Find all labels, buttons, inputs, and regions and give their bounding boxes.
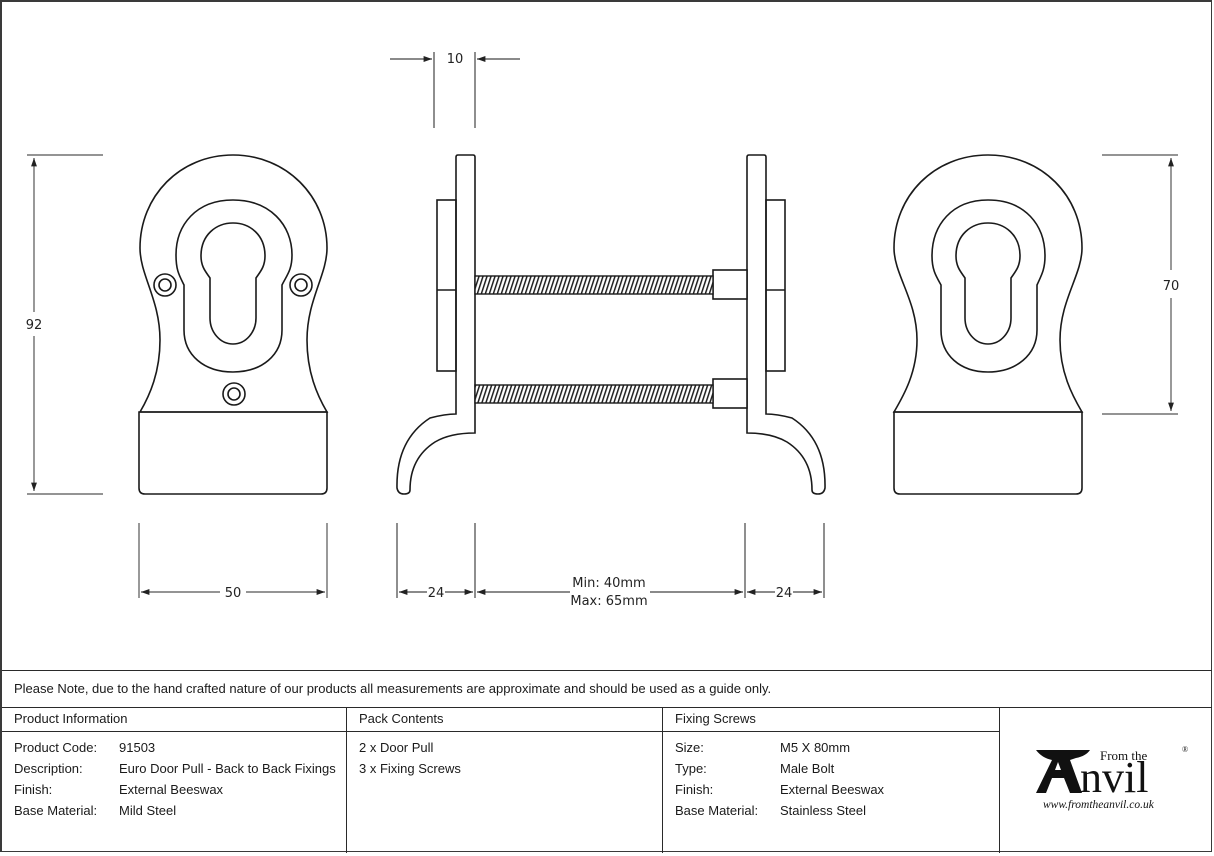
value: External Beeswax xyxy=(780,782,885,797)
size-row: Size: M5 X 80mm xyxy=(675,740,999,761)
pack-item: 2 x Door Pull xyxy=(359,740,434,755)
dim-door-max: Max: 65mm xyxy=(570,594,647,609)
info-panel: Please Note, due to the hand crafted nat… xyxy=(2,670,1212,853)
anvil-icon xyxy=(1036,750,1090,793)
fixing-screw-upper xyxy=(474,275,714,295)
dim-left-projection: 24 xyxy=(428,586,445,601)
dimension-projections xyxy=(396,523,825,598)
description-row: Description: Euro Door Pull - Back to Bac… xyxy=(14,761,346,782)
measurement-note: Please Note, due to the hand crafted nat… xyxy=(2,671,1212,708)
dimension-backplate-height xyxy=(1102,154,1178,415)
technical-drawing: 92 50 10 xyxy=(26,52,1180,609)
value: M5 X 80mm xyxy=(780,740,851,755)
label: Finish: xyxy=(14,782,53,797)
value: External Beeswax xyxy=(119,782,224,797)
label: Product Code: xyxy=(14,740,98,755)
rear-view xyxy=(892,154,1084,495)
label: Finish: xyxy=(675,782,714,797)
pack-contents-section: Pack Contents 2 x Door Pull 3 x Fixing S… xyxy=(347,708,663,853)
base-material-row: Base Material: Stainless Steel xyxy=(675,803,999,824)
dim-overall-height: 92 xyxy=(26,318,43,333)
dimension-overall-height xyxy=(27,154,103,495)
value: Mild Steel xyxy=(119,803,177,818)
side-view xyxy=(396,154,826,495)
label: Description: xyxy=(14,761,83,776)
finish-row: Finish: External Beeswax xyxy=(675,782,999,803)
type-row: Type: Male Bolt xyxy=(675,761,999,782)
logo-brand: nvil xyxy=(1080,753,1148,802)
base-material-row: Base Material: Mild Steel xyxy=(14,803,346,824)
fixing-screws-section: Fixing Screws Size: M5 X 80mm Type: Male B… xyxy=(663,708,1000,853)
label: Base Material: xyxy=(14,803,98,818)
dim-door-min: Min: 40mm xyxy=(572,576,645,591)
value: 91503 xyxy=(119,740,156,755)
label: Size: xyxy=(675,740,704,755)
dim-right-projection: 24 xyxy=(776,586,793,601)
product-information-section: Product Information Product Code: 91503 D… xyxy=(2,708,347,853)
front-view xyxy=(138,154,329,495)
pack-contents-heading: Pack Contents xyxy=(347,708,662,732)
value: Male Bolt xyxy=(780,761,835,776)
logo-url: www.fromtheanvil.co.uk xyxy=(1043,799,1155,811)
finish-row: Finish: External Beeswax xyxy=(14,782,346,803)
dim-plate-thickness: 10 xyxy=(447,52,464,67)
dimension-plate-thickness xyxy=(390,52,520,128)
fixing-screws-heading: Fixing Screws xyxy=(663,708,999,732)
product-information-heading: Product Information xyxy=(2,708,346,732)
dim-plate-width: 50 xyxy=(225,586,242,601)
value: Euro Door Pull - Back to Back Fixings xyxy=(119,761,336,776)
from-the-anvil-logo: From the nvil ® www.fromtheanvil.co.uk xyxy=(1000,708,1212,853)
logo-from-the: From the xyxy=(1100,748,1148,763)
fixing-screw-lower xyxy=(474,384,714,404)
label: Type: xyxy=(675,761,707,776)
dim-backplate-height: 70 xyxy=(1163,279,1180,294)
registered-mark: ® xyxy=(1182,745,1188,754)
dimension-plate-width xyxy=(138,523,328,598)
pack-item: 3 x Fixing Screws xyxy=(359,761,461,776)
value: Stainless Steel xyxy=(780,803,866,818)
product-code-row: Product Code: 91503 xyxy=(14,740,346,761)
label: Base Material: xyxy=(675,803,759,818)
